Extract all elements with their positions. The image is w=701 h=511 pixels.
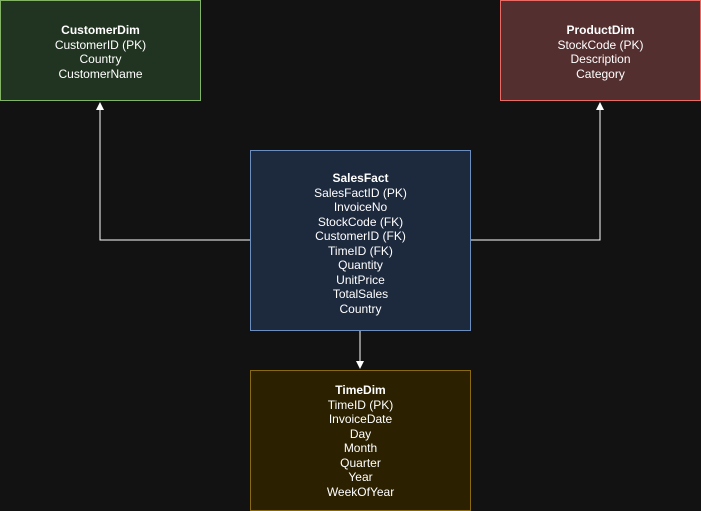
time-dim-field: TimeID (PK) (327, 397, 394, 412)
time-dim-table[interactable]: TimeDim TimeID (PK) InvoiceDate Day Mont… (250, 370, 471, 511)
time-dim-field: InvoiceDate (328, 412, 393, 426)
time-dim-field: WeekOfYear (326, 484, 395, 499)
product-dim-field: StockCode (PK) (557, 37, 644, 52)
customer-dim-table[interactable]: CustomerDim CustomerID (PK) Country Cust… (0, 0, 201, 101)
sales-fact-field: TotalSales (332, 287, 389, 301)
time-dim-title: TimeDim (335, 383, 386, 397)
customer-dim-field: CustomerName (58, 66, 143, 81)
sales-fact-field: SalesFactID (PK) (314, 185, 407, 200)
connector-sales-to-customer (96, 102, 250, 241)
sales-fact-title: SalesFact (332, 171, 389, 185)
product-dim-title: ProductDim (566, 23, 635, 37)
product-dim-table[interactable]: ProductDim StockCode (PK) Description Ca… (500, 0, 701, 101)
customer-dim-field: Country (79, 52, 122, 66)
sales-fact-field: CustomerID (FK) (315, 229, 406, 243)
time-dim-field: Day (349, 426, 372, 441)
sales-fact-field: InvoiceNo (333, 200, 388, 214)
time-dim-field: Quarter (340, 455, 381, 470)
sales-fact-field: TimeID (FK) (328, 243, 393, 258)
sales-fact-table[interactable]: SalesFact SalesFactID (PK) InvoiceNo Sto… (250, 150, 471, 331)
product-dim-field: Category (576, 66, 625, 81)
sales-fact-field: Quantity (338, 258, 383, 272)
customer-dim-title: CustomerDim (61, 23, 140, 37)
connector-sales-to-product (471, 102, 604, 241)
time-dim-field: Month (343, 441, 378, 455)
customer-dim-field: CustomerID (PK) (54, 37, 147, 52)
product-dim-field: Description (570, 52, 631, 66)
sales-fact-field: UnitPrice (336, 272, 385, 287)
time-dim-field: Year (348, 470, 373, 484)
sales-fact-field: Country (339, 301, 382, 316)
sales-fact-field: StockCode (FK) (317, 214, 404, 229)
